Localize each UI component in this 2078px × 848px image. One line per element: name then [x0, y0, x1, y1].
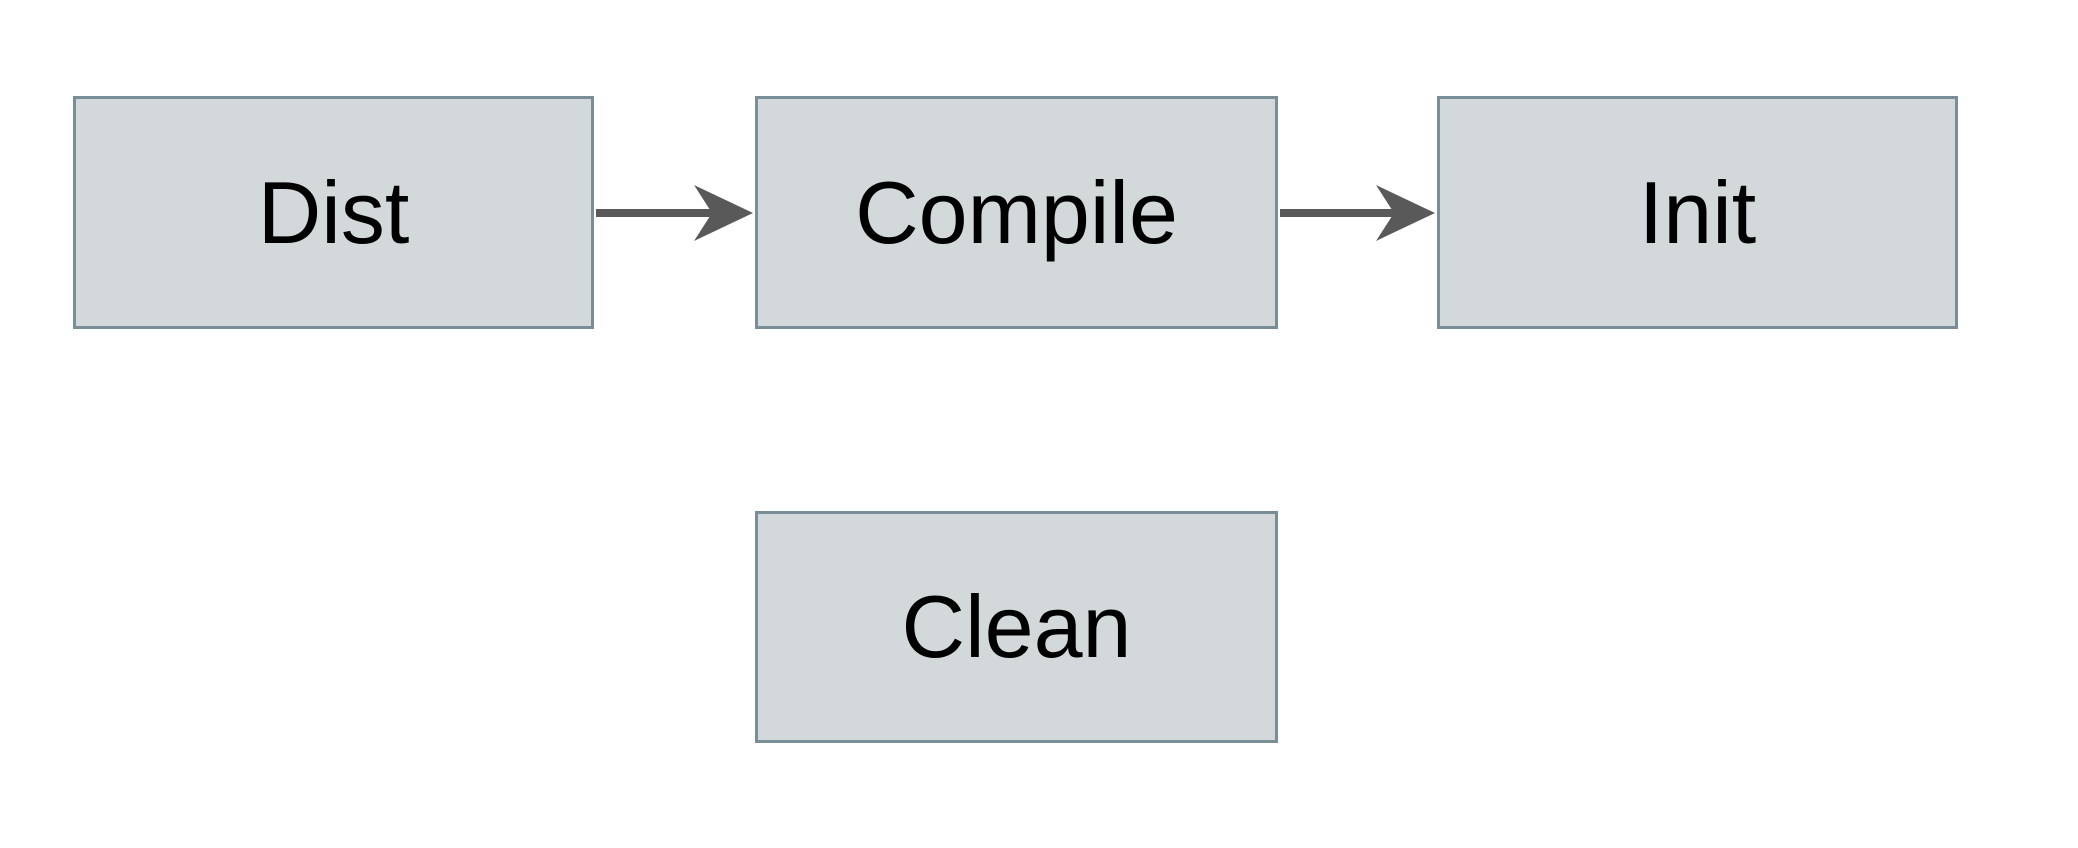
node-init[interactable]: Init — [1437, 96, 1958, 329]
arrowhead-right-icon — [694, 185, 753, 241]
node-dist[interactable]: Dist — [73, 96, 594, 329]
node-dist-label: Dist — [257, 162, 410, 262]
node-compile[interactable]: Compile — [755, 96, 1278, 329]
node-clean[interactable]: Clean — [755, 511, 1278, 743]
arrowhead-right-icon — [1376, 185, 1435, 241]
node-init-label: Init — [1638, 162, 1757, 262]
node-compile-label: Compile — [855, 162, 1178, 262]
edge-compile-init[interactable] — [1280, 185, 1435, 241]
edge-dist-compile[interactable] — [596, 185, 753, 241]
node-clean-label: Clean — [901, 577, 1132, 676]
